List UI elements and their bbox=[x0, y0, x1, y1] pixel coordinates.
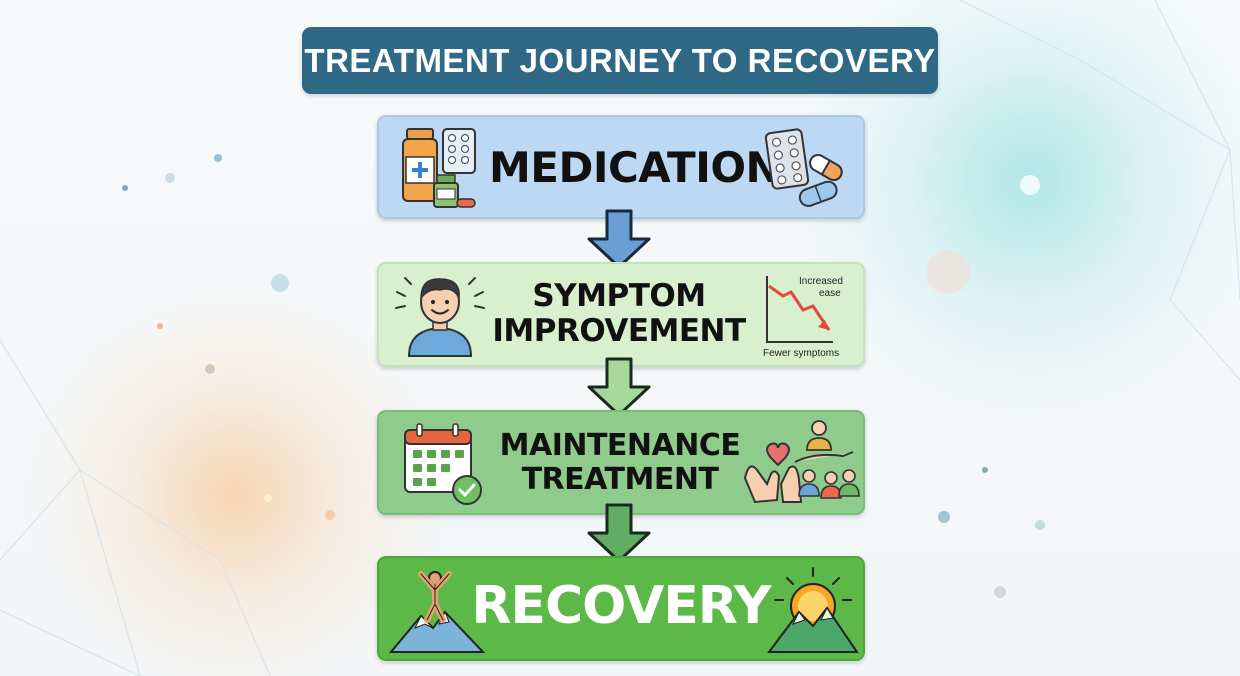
chart-label-ease: ease bbox=[819, 288, 841, 299]
step-recovery: RECOVERY bbox=[377, 556, 865, 661]
smiling-person-icon bbox=[395, 277, 485, 357]
step-label-medication: MEDICATION bbox=[489, 143, 781, 192]
step-label-recovery: RECOVERY bbox=[471, 576, 771, 636]
sunrise-mountain-icon bbox=[767, 567, 859, 653]
flow-arrow-3 bbox=[587, 503, 651, 563]
chart-label-fewer-symptoms: Fewer symptoms bbox=[763, 348, 839, 358]
flow-arrow-2 bbox=[587, 357, 651, 417]
medicine-bottles-icon bbox=[402, 128, 476, 208]
calendar-check-icon bbox=[404, 423, 482, 505]
flow-arrow-1 bbox=[587, 209, 651, 269]
step-medication: MEDICATION bbox=[377, 115, 865, 219]
chart-label-increased: Increased bbox=[799, 276, 843, 287]
community-icon bbox=[794, 420, 860, 499]
diagram-title: TREATMENT JOURNEY TO RECOVERY bbox=[302, 27, 938, 94]
person-on-mountain-icon bbox=[388, 571, 486, 653]
declining-chart-icon: Increased ease Fewer symptoms bbox=[763, 276, 843, 358]
pill-blister-icon bbox=[764, 128, 843, 207]
caring-hands-icon bbox=[743, 442, 803, 504]
